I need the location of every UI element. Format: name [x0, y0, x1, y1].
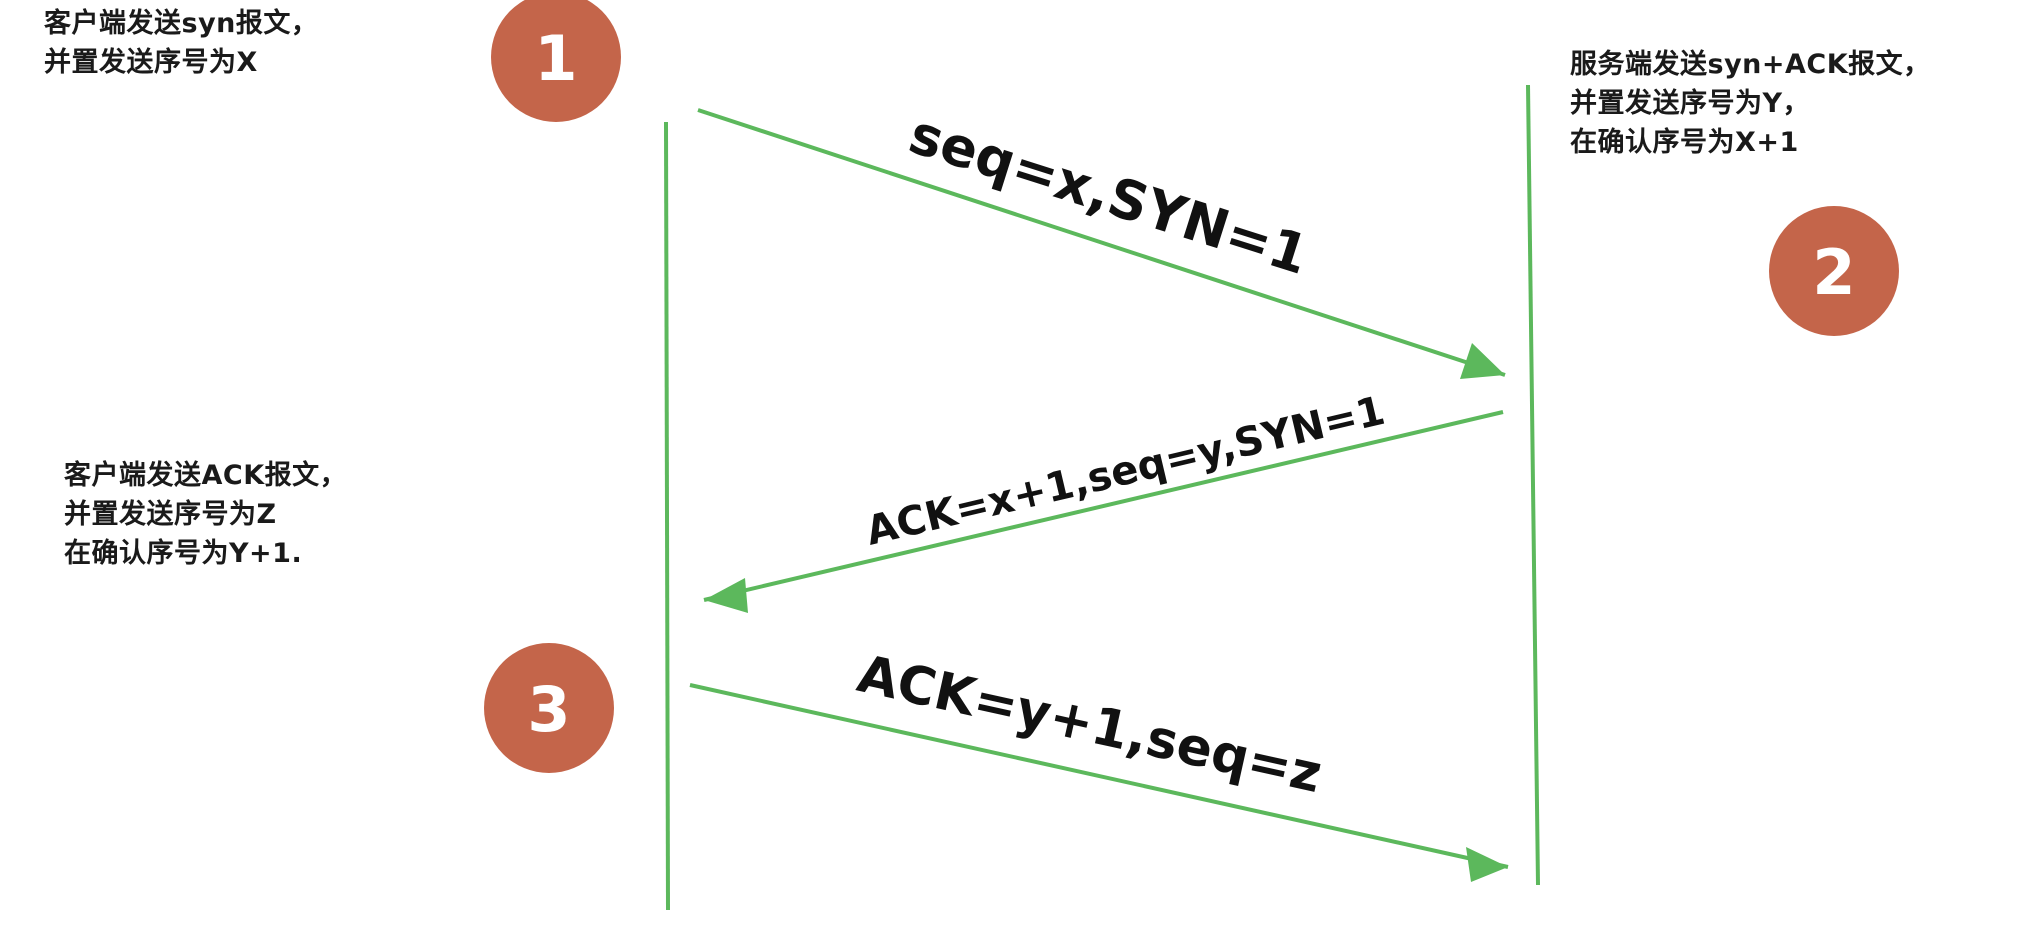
note-line: 并置发送序号为Y，: [1570, 88, 1811, 119]
note-line: 客户端发送ACK报文，: [64, 460, 348, 491]
note-line: 在确认序号为Y+1.: [64, 538, 303, 569]
step-badge-3: 3: [484, 643, 614, 773]
note-line: 服务端发送syn+ACK报文，: [1570, 49, 1931, 80]
step-number: 1: [534, 22, 577, 95]
syn-arrow: [697, 108, 1506, 377]
step-number: 3: [527, 673, 570, 746]
note-client-ack: 客户端发送ACK报文， 并置发送序号为Z 在确认序号为Y+1.: [64, 456, 347, 573]
note-line: 并置发送序号为Z: [64, 499, 277, 530]
note-line: 并置发送序号为X: [44, 47, 258, 78]
note-client-syn: 客户端发送syn报文， 并置发送序号为X: [44, 4, 318, 82]
synack-arrowhead: [704, 578, 748, 613]
synack-message-label: ACK=x+1,seq=y,SYN=1: [862, 388, 1389, 555]
synack-arrow: [703, 410, 1504, 602]
step-number: 2: [1812, 236, 1855, 309]
client-lifeline: [664, 121, 670, 911]
note-line: 客户端发送syn报文，: [44, 8, 319, 39]
syn-arrowhead: [1460, 343, 1505, 379]
syn-message-label: seq=x,SYN=1: [902, 102, 1316, 287]
ack-arrowhead: [1466, 847, 1508, 882]
step-badge-2: 2: [1769, 206, 1899, 336]
step-badge-1: 1: [491, 0, 621, 122]
note-line: 在确认序号为X+1: [1570, 127, 1799, 158]
server-lifeline: [1526, 84, 1540, 886]
note-server-synack: 服务端发送syn+ACK报文， 并置发送序号为Y， 在确认序号为X+1: [1570, 45, 1931, 162]
ack-arrow: [689, 683, 1509, 869]
ack-message-label: ACK=y+1,seq=z: [852, 644, 1327, 805]
